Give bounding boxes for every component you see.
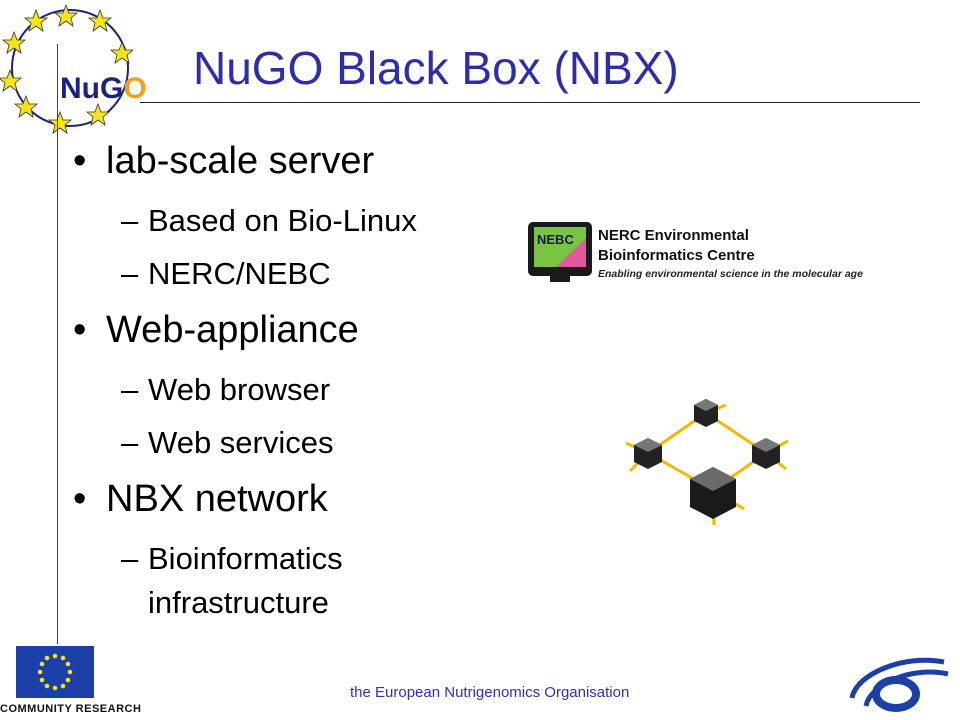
network-diagram-icon	[625, 399, 789, 526]
sub-bullet: – Bioinformatics infrastructure	[121, 537, 343, 625]
bullet-label: Web-appliance	[106, 309, 359, 351]
sub-bullet-label: Web services	[148, 425, 334, 460]
bullet-dash: –	[121, 372, 139, 407]
bullet-dot: •	[73, 478, 87, 520]
bullet-dot: •	[73, 140, 87, 182]
svg-text:Bioinformatics Centre: Bioinformatics Centre	[598, 247, 755, 264]
slide-title: NuGO Black Box (NBX)	[193, 42, 679, 94]
bullet-dash: –	[121, 541, 139, 576]
sub-bullet: – Web services	[121, 421, 334, 465]
sub-bullet: – NERC/NEBC	[121, 252, 331, 296]
sub-bullet-label: infrastructure	[148, 585, 329, 620]
svg-text:Enabling environmental science: Enabling environmental science in the mo…	[598, 268, 863, 280]
nugo-logo-text: NuGO	[60, 72, 147, 105]
sub-bullet: – Web browser	[121, 368, 331, 412]
sub-bullet-label: NERC/NEBC	[148, 256, 331, 291]
svg-text:NEBC: NEBC	[537, 232, 574, 247]
bullet-dot: •	[73, 309, 87, 351]
fp6-logo-icon	[849, 657, 949, 712]
bullet-nbx-network: • NBX network	[73, 478, 328, 521]
eu-caption: COMMUNITY RESEARCH	[0, 703, 142, 715]
bullet-dash: –	[121, 256, 139, 291]
bullet-label: lab-scale server	[106, 140, 375, 182]
sub-bullet-label: Based on Bio-Linux	[148, 203, 417, 238]
svg-text:NERC Environmental: NERC Environmental	[598, 227, 749, 244]
sub-bullet-label: Web browser	[148, 372, 331, 407]
bullet-dash: –	[121, 203, 139, 238]
nugo-logo-icon: NuGO	[0, 3, 147, 134]
bullet-dash: –	[121, 425, 139, 460]
sub-bullet-label: Bioinformatics	[148, 541, 343, 576]
nebc-logo-icon: NEBC NERC Environmental Bioinformatics C…	[528, 222, 863, 282]
bullet-web-appliance: • Web-appliance	[73, 309, 359, 352]
bullet-lab-scale-server: • lab-scale server	[73, 140, 375, 183]
title-underline	[140, 102, 920, 103]
eu-flag-icon	[16, 646, 94, 698]
sub-bullet: – Based on Bio-Linux	[121, 199, 417, 243]
left-vertical-rule	[57, 44, 58, 644]
footer-text: the European Nutrigenomics Organisation	[350, 684, 630, 701]
bullet-label: NBX network	[106, 478, 328, 520]
